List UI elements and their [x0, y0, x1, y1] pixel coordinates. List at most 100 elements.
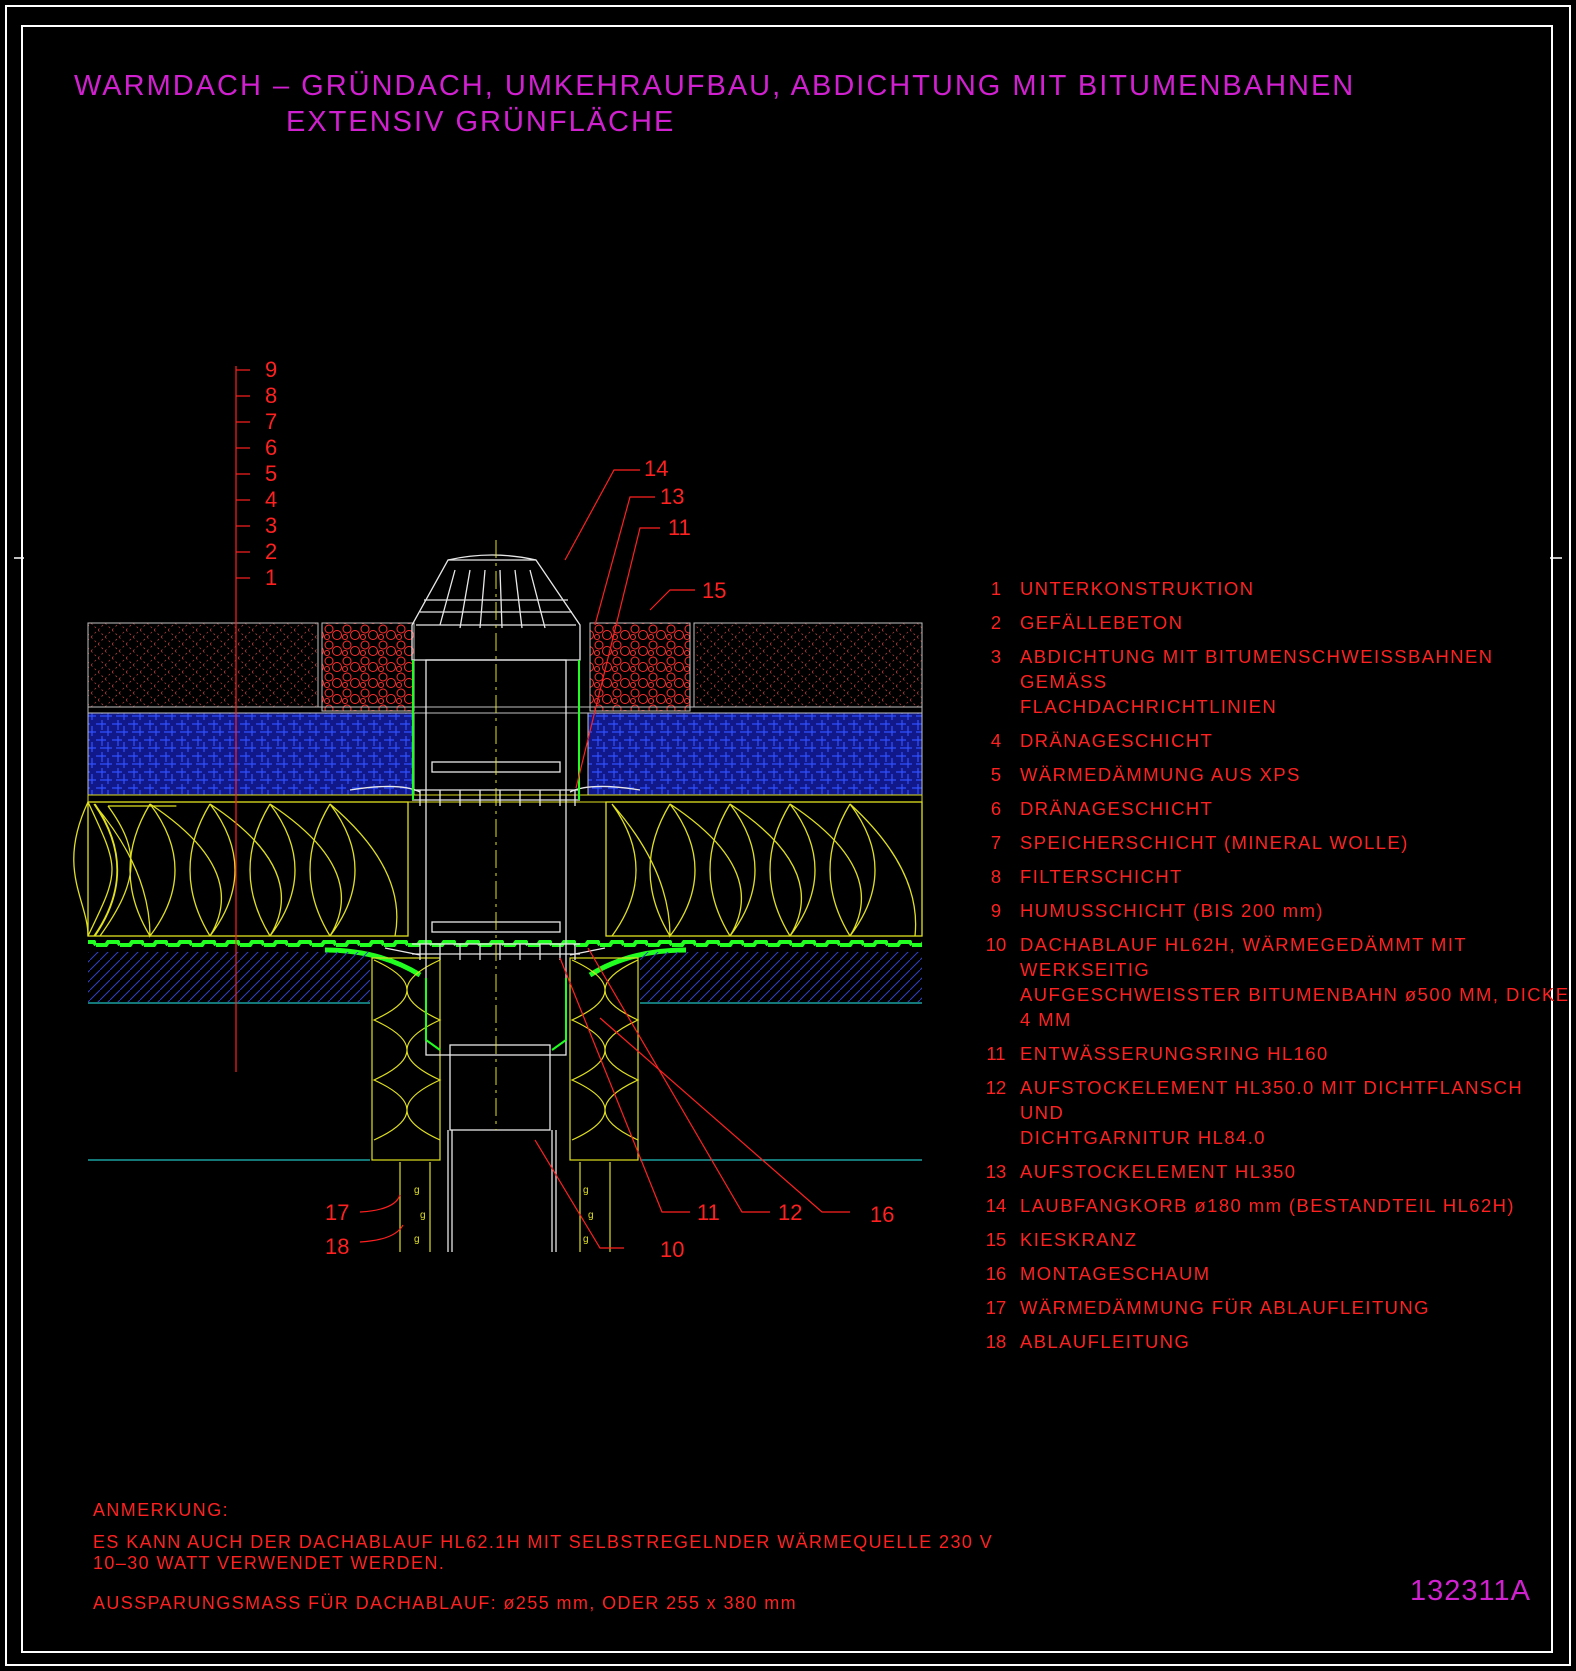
legend-item: 17 WÄRMEDÄMMUNG FÜR ABLAUFLEITUNG: [972, 1295, 1572, 1320]
legend-text: GEFÄLLEBETON: [1020, 612, 1184, 633]
legend-number: 2: [990, 612, 1002, 633]
legend-number: 18: [985, 1331, 1007, 1352]
legend-text: UNTERKONSTRUKTION: [1020, 578, 1255, 599]
legend-item: 10 DACHABLAUF HL62H, WÄRMEGEDÄMMT MIT WER…: [972, 932, 1572, 1032]
gravel-ring-right: [589, 622, 691, 712]
legend-item: 2 GEFÄLLEBETON: [972, 610, 1572, 635]
humus-layer-right: [693, 622, 923, 708]
scale-number: 2: [265, 539, 278, 564]
legend-number: 4: [990, 730, 1002, 751]
drawing-title-line1: WARMDACH – GRÜNDACH, UMKEHRAUFBAU, ABDIC…: [74, 70, 1356, 102]
legend-text: MONTAGESCHAUM: [1020, 1263, 1211, 1284]
callout-15: 15: [702, 578, 727, 603]
leader-lines: [359, 469, 850, 1249]
svg-text:ɡ: ɡ: [420, 1210, 426, 1221]
slope-concrete-right: [640, 952, 922, 1002]
svg-text:ɡ: ɡ: [414, 1234, 420, 1245]
callout-11-top: 11: [668, 515, 691, 540]
legend-text: KIESKRANZ: [1020, 1229, 1138, 1250]
callout-12: 12: [778, 1200, 803, 1225]
svg-text:ɡ: ɡ: [583, 1234, 589, 1245]
legend-text: SPEICHERSCHICHT (MINERAL WOLLE): [1020, 832, 1409, 853]
callout-17: 17: [325, 1200, 350, 1225]
scale-number: 8: [265, 383, 278, 408]
scale-number: 3: [265, 513, 278, 538]
legend-item: 11 ENTWÄSSERUNGSRING HL160: [972, 1041, 1572, 1066]
xps-layer-right: [587, 712, 923, 796]
legend-item: 15 KIESKRANZ: [972, 1227, 1572, 1252]
callout-14: 14: [644, 456, 669, 481]
drawing-title-line2: EXTENSIV GRÜNFLÄCHE: [286, 106, 676, 138]
legend-number: 11: [986, 1043, 1006, 1064]
scale-number: 9: [265, 357, 278, 382]
legend-text: AUFSTOCKELEMENT HL350: [1020, 1161, 1297, 1182]
svg-text:ɡ: ɡ: [414, 1185, 420, 1196]
legend-number: 10: [985, 934, 1007, 955]
outer-border: [5, 5, 1571, 1666]
legend-item: 9 HUMUSSCHICHT (BIS 200 mm): [972, 898, 1572, 923]
legend-number: 17: [985, 1297, 1007, 1318]
insulation-layer: [73, 801, 923, 938]
bitumen-membrane: [88, 940, 922, 950]
legend-text: DACHABLAUF HL62H, WÄRMEGEDÄMMT MIT WERKS…: [1020, 934, 1570, 1030]
callout-10: 10: [660, 1237, 685, 1262]
legend-item: 18 ABLAUFLEITUNG: [972, 1329, 1572, 1354]
inner-border: [21, 25, 1553, 1653]
humus-layer-left: [87, 622, 319, 708]
legend-text: ABDICHTUNG MIT BITUMENSCHWEISSBAHNEN GEM…: [1020, 646, 1494, 717]
legend-text: WÄRMEDÄMMUNG FÜR ABLAUFLEITUNG: [1020, 1297, 1430, 1318]
legend-number: 15: [985, 1229, 1007, 1250]
legend-number: 6: [990, 798, 1002, 819]
legend-text: AUFSTOCKELEMENT HL350.0 MIT DICHTFLANSCH…: [1020, 1077, 1524, 1148]
legend-text: FILTERSCHICHT: [1020, 866, 1183, 887]
legend-number: 13: [985, 1161, 1007, 1182]
legend-text: LAUBFANGKORB ø180 mm (BESTANDTEIL HL62H): [1020, 1195, 1515, 1216]
legend-number: 3: [990, 646, 1002, 667]
note-text-2: AUSSPARUNGSMASS FÜR DACHABLAUF: ø255 mm,…: [93, 1593, 798, 1613]
scale-number: 1: [265, 565, 278, 590]
legend-text: WÄRMEDÄMMUNG AUS XPS: [1020, 764, 1301, 785]
legend-text: DRÄNAGESCHICHT: [1020, 798, 1214, 819]
gravel-ring-left: [321, 622, 415, 712]
legend-item: 8 FILTERSCHICHT: [972, 864, 1572, 889]
note-heading: ANMERKUNG:: [93, 1500, 230, 1520]
legend-number: 7: [990, 832, 1002, 853]
legend-item: 13 AUFSTOCKELEMENT HL350: [972, 1159, 1572, 1184]
legend-item: 1 UNTERKONSTRUKTION: [972, 576, 1572, 601]
legend-item: 3 ABDICHTUNG MIT BITUMENSCHWEISSBAHNEN GE…: [972, 644, 1572, 719]
legend-number: 8: [990, 866, 1002, 887]
xps-layer-left: [87, 712, 415, 796]
drawing-number: 132311A: [1410, 1575, 1531, 1607]
legend-text: ENTWÄSSERUNGSRING HL160: [1020, 1043, 1329, 1064]
pipe-insulation: [371, 957, 640, 1252]
legend-number: 12: [985, 1077, 1007, 1098]
legend-item: 6 DRÄNAGESCHICHT: [972, 796, 1572, 821]
callout-16: 16: [870, 1202, 895, 1227]
legend-text: ABLAUFLEITUNG: [1020, 1331, 1191, 1352]
scale-number: 6: [265, 435, 278, 460]
legend-number: 14: [985, 1195, 1007, 1216]
note-text-1: ES KANN AUCH DER DACHABLAUF HL62.1H MIT …: [93, 1532, 994, 1573]
legend-number: 16: [985, 1263, 1007, 1284]
callout-11-bottom: 11: [697, 1200, 720, 1225]
legend-number: 9: [990, 900, 1002, 921]
callout-13: 13: [660, 484, 685, 509]
layer-legend: 1 UNTERKONSTRUKTION 2 GEFÄLLEBETON 3 ABDICHTU…: [972, 576, 1572, 1363]
legend-number: 1: [990, 578, 1002, 599]
slope-concrete-left: [88, 952, 370, 1002]
callout-18: 18: [325, 1234, 350, 1259]
scale-number: 5: [265, 461, 278, 486]
svg-text:ɡ: ɡ: [583, 1185, 589, 1196]
scale-number: 7: [265, 409, 278, 434]
legend-item: 7 SPEICHERSCHICHT (MINERAL WOLLE): [972, 830, 1572, 855]
legend-item: 16 MONTAGESCHAUM: [972, 1261, 1572, 1286]
svg-text:ɡ: ɡ: [588, 1210, 594, 1221]
legend-item: 14 LAUBFANGKORB ø180 mm (BESTANDTEIL HL62…: [972, 1193, 1572, 1218]
scale-number: 4: [265, 487, 278, 512]
layer-scale: [235, 366, 250, 1072]
legend-item: 12 AUFSTOCKELEMENT HL350.0 MIT DICHTFLANS…: [972, 1075, 1572, 1150]
legend-text: HUMUSSCHICHT (BIS 200 mm): [1020, 900, 1324, 921]
